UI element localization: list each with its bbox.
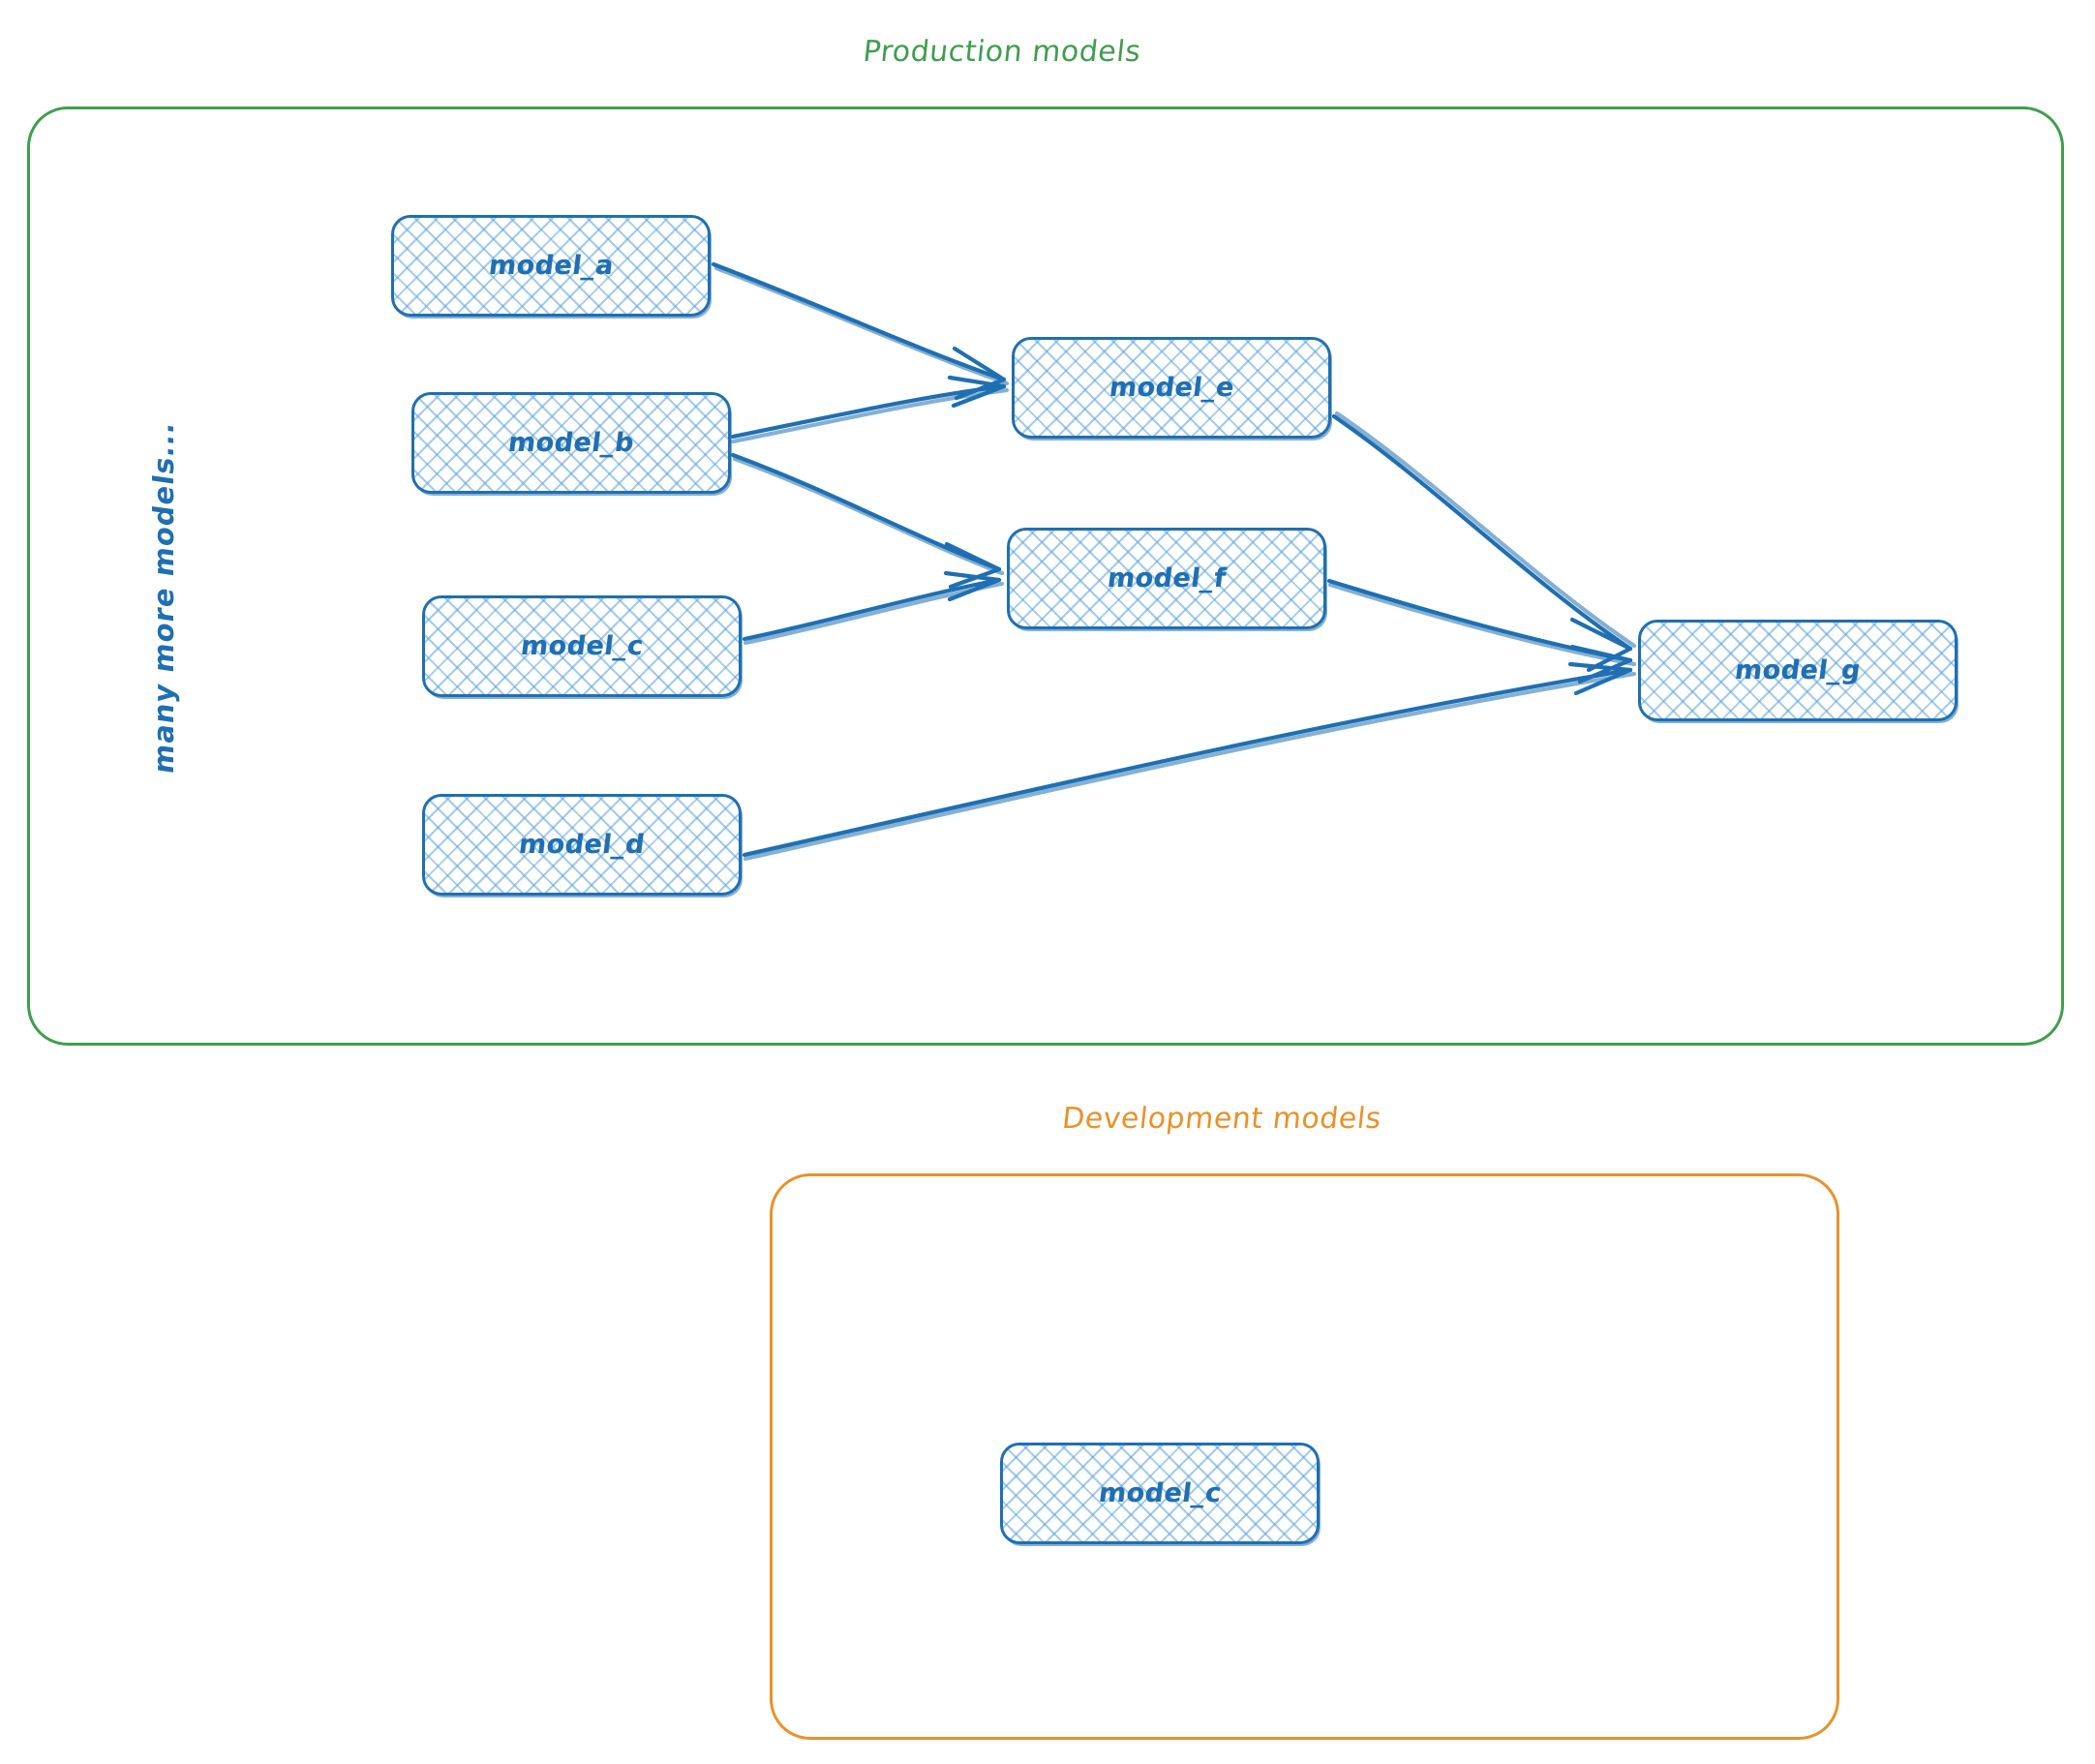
group-development[interactable] — [770, 1173, 1839, 1740]
node-model-e[interactable]: model_e — [1012, 337, 1331, 439]
node-model-b[interactable]: model_b — [411, 392, 731, 494]
node-model-g-label: model_g — [1733, 655, 1863, 685]
group-production-label: Production models — [861, 35, 1143, 69]
node-model-c-production-label: model_c — [518, 631, 646, 661]
group-production[interactable] — [27, 106, 2064, 1046]
group-development-label: Development models — [1060, 1102, 1383, 1136]
node-model-a[interactable]: model_a — [391, 215, 711, 317]
node-model-f[interactable]: model_f — [1007, 528, 1326, 629]
node-model-d[interactable]: model_d — [422, 794, 742, 896]
node-model-a-label: model_a — [486, 251, 616, 281]
node-model-c-development-label: model_c — [1096, 1478, 1224, 1508]
node-model-g[interactable]: model_g — [1638, 620, 1958, 721]
node-model-c-development[interactable]: model_c — [1000, 1443, 1320, 1544]
annotation-many-more-models: many more models... — [147, 418, 180, 776]
node-model-c-production[interactable]: model_c — [422, 595, 742, 697]
node-model-d-label: model_d — [517, 830, 647, 860]
node-model-f-label: model_f — [1105, 563, 1229, 593]
node-model-e-label: model_e — [1107, 373, 1236, 403]
node-model-b-label: model_b — [506, 428, 636, 458]
